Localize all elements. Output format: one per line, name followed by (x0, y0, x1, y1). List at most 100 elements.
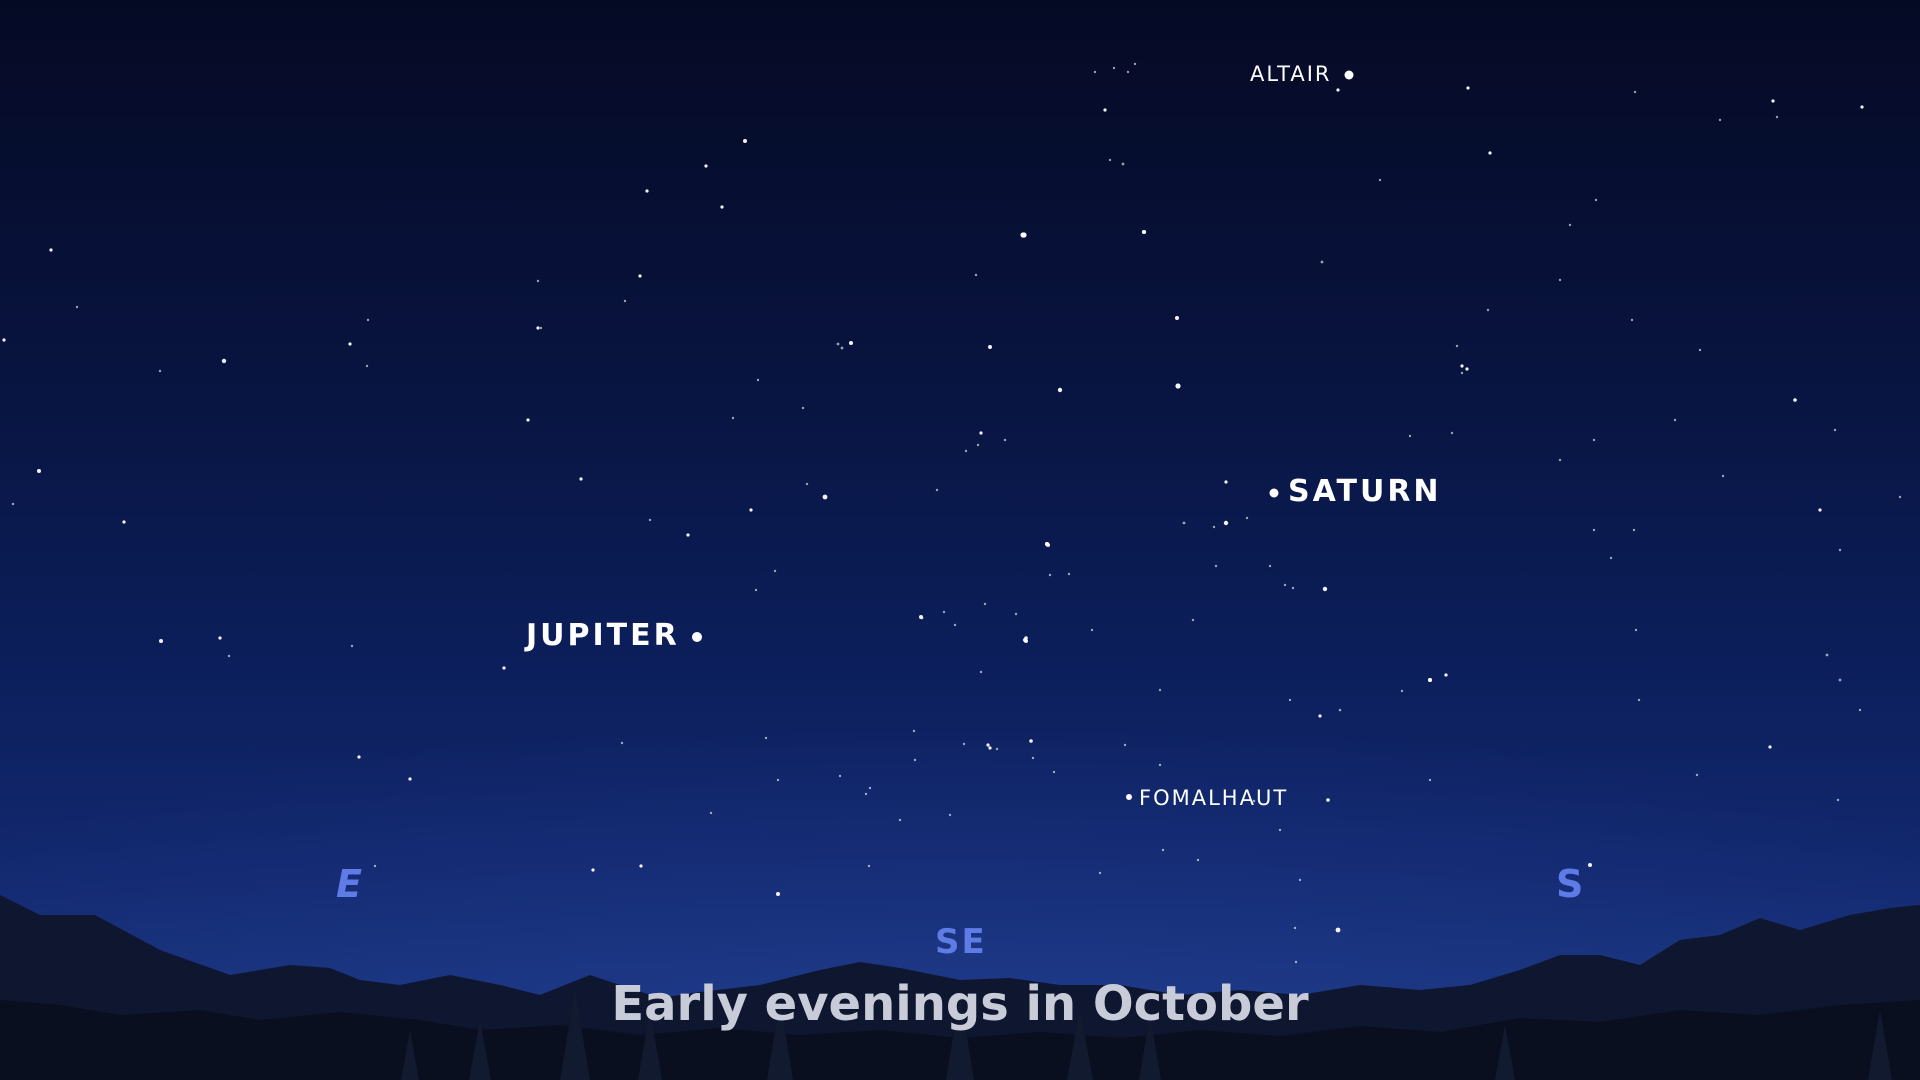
background-star (1450, 431, 1454, 435)
background-star (1466, 86, 1470, 90)
background-star (1318, 714, 1322, 718)
background-star (776, 892, 780, 896)
background-star (776, 778, 780, 782)
background-star (754, 588, 758, 592)
background-star (1630, 318, 1634, 322)
background-star (731, 416, 735, 420)
background-star (1021, 232, 1027, 238)
background-star (953, 623, 957, 627)
background-star (704, 164, 708, 168)
background-star (764, 736, 768, 740)
background-star (1252, 799, 1256, 803)
background-star (1488, 151, 1492, 155)
background-star (1103, 108, 1107, 112)
background-star (1098, 871, 1102, 875)
background-star (1637, 698, 1641, 702)
background-star (1090, 628, 1094, 632)
background-star (218, 636, 222, 640)
background-star (1175, 383, 1181, 389)
background-star (1123, 743, 1127, 747)
direction-south: S (1556, 862, 1584, 906)
background-star (348, 342, 352, 346)
background-star (1191, 618, 1195, 622)
background-star (1698, 348, 1702, 352)
background-star (227, 654, 231, 658)
background-star (1326, 798, 1330, 802)
tree-silhouette (767, 1000, 793, 1080)
background-star (1182, 521, 1186, 525)
background-star (1594, 198, 1598, 202)
background-star (1268, 564, 1272, 568)
background-star (1338, 708, 1342, 712)
background-star (1588, 863, 1592, 867)
background-star (1838, 678, 1842, 682)
background-star (536, 279, 540, 283)
background-star (1335, 927, 1341, 933)
background-star (1455, 344, 1459, 348)
background-star (1836, 798, 1840, 802)
background-star (942, 610, 946, 614)
background-star (1293, 926, 1297, 930)
background-star (1320, 260, 1324, 264)
background-star (1224, 480, 1228, 484)
background-star (1825, 653, 1829, 657)
background-star (1400, 689, 1404, 693)
background-star (1108, 158, 1112, 162)
background-star (639, 864, 643, 868)
background-star (502, 666, 506, 670)
background-star (75, 305, 79, 309)
background-star (1609, 556, 1613, 560)
background-star (579, 477, 583, 481)
background-star (962, 742, 966, 746)
background-star (373, 864, 377, 868)
background-star (1673, 418, 1677, 422)
background-star (1014, 612, 1018, 616)
background-star (1775, 115, 1779, 119)
background-star (898, 818, 902, 822)
background-star (1695, 773, 1699, 777)
background-star (1052, 770, 1056, 774)
tree-silhouette (469, 1020, 491, 1080)
background-stars (2, 62, 1902, 964)
direction-southeast: SE (935, 922, 987, 962)
background-star (645, 189, 649, 193)
direction-east: E (336, 862, 362, 906)
background-star (1858, 708, 1862, 712)
background-star (1558, 278, 1562, 282)
saturn-dot (1269, 488, 1279, 498)
background-star (1161, 848, 1165, 852)
background-star (1632, 528, 1636, 532)
background-star (1428, 678, 1432, 682)
background-star (1126, 70, 1130, 74)
background-star (648, 518, 652, 522)
background-star (868, 786, 872, 790)
tree-silhouette (560, 990, 590, 1080)
background-star (988, 746, 992, 750)
background-star (350, 644, 354, 648)
background-star (1121, 162, 1125, 166)
background-star (1245, 516, 1249, 520)
background-star (840, 346, 844, 350)
background-star (357, 755, 361, 759)
background-star (1408, 434, 1412, 438)
background-star (686, 533, 690, 537)
background-star (1460, 371, 1464, 375)
background-star (1196, 858, 1200, 862)
background-star (1024, 636, 1028, 640)
background-star (1860, 105, 1864, 109)
background-star (1283, 583, 1287, 587)
background-star (919, 615, 923, 619)
background-star (221, 358, 227, 364)
background-star (539, 326, 543, 330)
background-star (1278, 828, 1282, 832)
tree-silhouette (401, 1030, 419, 1080)
tree-silhouette (1139, 1015, 1161, 1080)
background-star (1833, 428, 1837, 432)
background-star (864, 792, 868, 796)
background-star (986, 743, 990, 747)
background-star (749, 508, 753, 512)
background-star (948, 813, 952, 817)
background-star (122, 520, 126, 524)
background-star (1298, 878, 1302, 882)
